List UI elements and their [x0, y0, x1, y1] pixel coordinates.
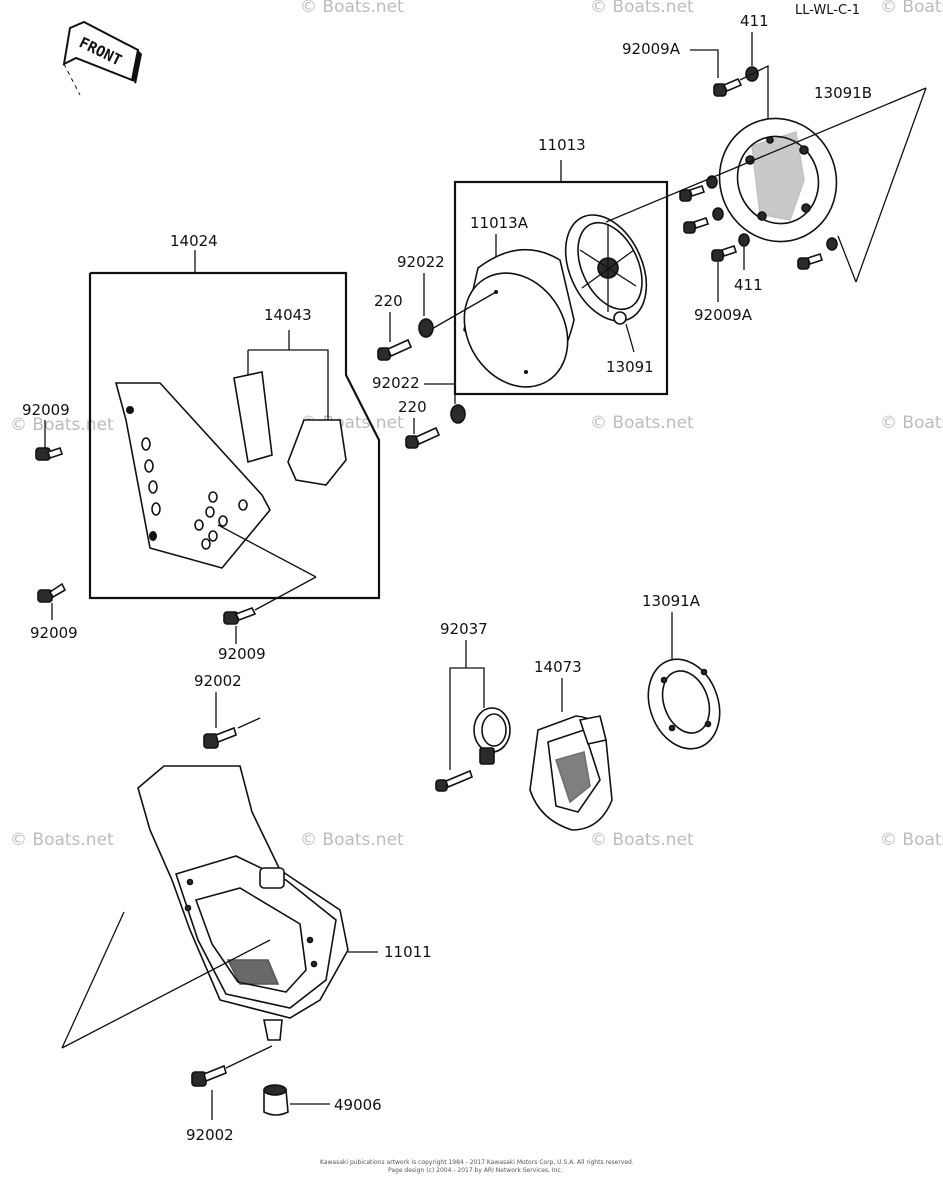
header-code: LL-WL-C-1	[795, 3, 860, 18]
watermark: © Boats.net	[880, 0, 943, 17]
part-label-220-top: 220	[374, 292, 403, 310]
screw-icon	[435, 769, 473, 792]
gasket	[647, 658, 721, 750]
bolt-icon	[797, 252, 824, 270]
bolt-icon	[191, 1064, 227, 1087]
hose-clamp	[473, 707, 511, 765]
nut-icon	[738, 233, 750, 247]
bolt-icon	[679, 184, 706, 202]
part-label-11013A: 11013A	[470, 214, 529, 232]
air-filter-element	[463, 248, 575, 388]
bolt-icon	[203, 726, 237, 749]
watermark: © Boats.net	[10, 830, 114, 850]
part-label-92009-left2: 92009	[30, 624, 78, 642]
part-label-11013: 11013	[538, 136, 586, 154]
part-label-92009-left1: 92009	[22, 401, 70, 419]
front-arrow-icon: FRONT	[62, 20, 142, 96]
part-label-11011: 11011	[384, 943, 432, 961]
washer-icon	[450, 404, 466, 424]
watermark: © Boats.net	[300, 0, 404, 17]
filter-cover	[564, 214, 648, 325]
bolt-icon	[711, 244, 738, 262]
copyright-line: Kawasaki pubications artwork is copyrigh…	[320, 1159, 634, 1166]
bolt-icon	[35, 446, 64, 461]
nut-icon	[826, 237, 838, 251]
screw-icon	[405, 426, 441, 449]
intake-duct	[529, 715, 613, 831]
watermarks: © Boats.net © Boats.net © Boats.net © Bo…	[10, 0, 943, 850]
part-label-14024: 14024	[170, 232, 218, 250]
part-label-411-top: 411	[740, 12, 769, 30]
grommet	[263, 1084, 289, 1116]
bolt-icon	[683, 216, 710, 234]
watermark: © Boats.net	[590, 0, 694, 17]
watermark: © Boats.net	[880, 413, 943, 433]
part-label-220-mid: 220	[398, 398, 427, 416]
grille-plate	[114, 382, 317, 578]
watermark: © Boats.net	[880, 830, 943, 850]
bolt-icon	[713, 77, 743, 97]
part-label-92002-bottom: 92002	[186, 1126, 234, 1144]
assembly-box-14024	[88, 271, 381, 600]
part-label-92009A-top: 92009A	[622, 40, 681, 58]
bolt-icon	[223, 606, 257, 625]
part-label-92037: 92037	[440, 620, 488, 638]
copyright-line-2: Page design (c) 2004 - 2017 by ARI Netwo…	[388, 1167, 563, 1174]
part-label-49006: 49006	[334, 1096, 382, 1114]
pad-short	[287, 419, 347, 486]
watermark: © Boats.net	[590, 413, 694, 433]
part-label-14073: 14073	[534, 658, 582, 676]
washer-icon	[418, 318, 434, 338]
part-label-13091B: 13091B	[814, 84, 872, 102]
watermark: © Boats.net	[10, 415, 114, 435]
watermark: © Boats.net	[590, 830, 694, 850]
part-label-14043: 14043	[264, 306, 312, 324]
nut-icon	[712, 207, 724, 221]
watermark: © Boats.net	[300, 830, 404, 850]
part-label-92022-top: 92022	[397, 253, 445, 271]
bolt-icon	[37, 582, 67, 603]
part-label-92009-bottom: 92009	[218, 645, 266, 663]
part-label-13091A: 13091A	[642, 592, 701, 610]
air-box-case	[137, 765, 349, 1041]
part-label-411-mid: 411	[734, 276, 763, 294]
screw-icon	[377, 338, 413, 361]
base-plate	[718, 117, 838, 243]
part-label-92022-mid: 92022	[372, 374, 420, 392]
part-label-92002-top: 92002	[194, 672, 242, 690]
pad-long	[233, 371, 273, 464]
part-label-13091: 13091	[606, 358, 654, 376]
part-label-92009A-mid: 92009A	[694, 306, 753, 324]
